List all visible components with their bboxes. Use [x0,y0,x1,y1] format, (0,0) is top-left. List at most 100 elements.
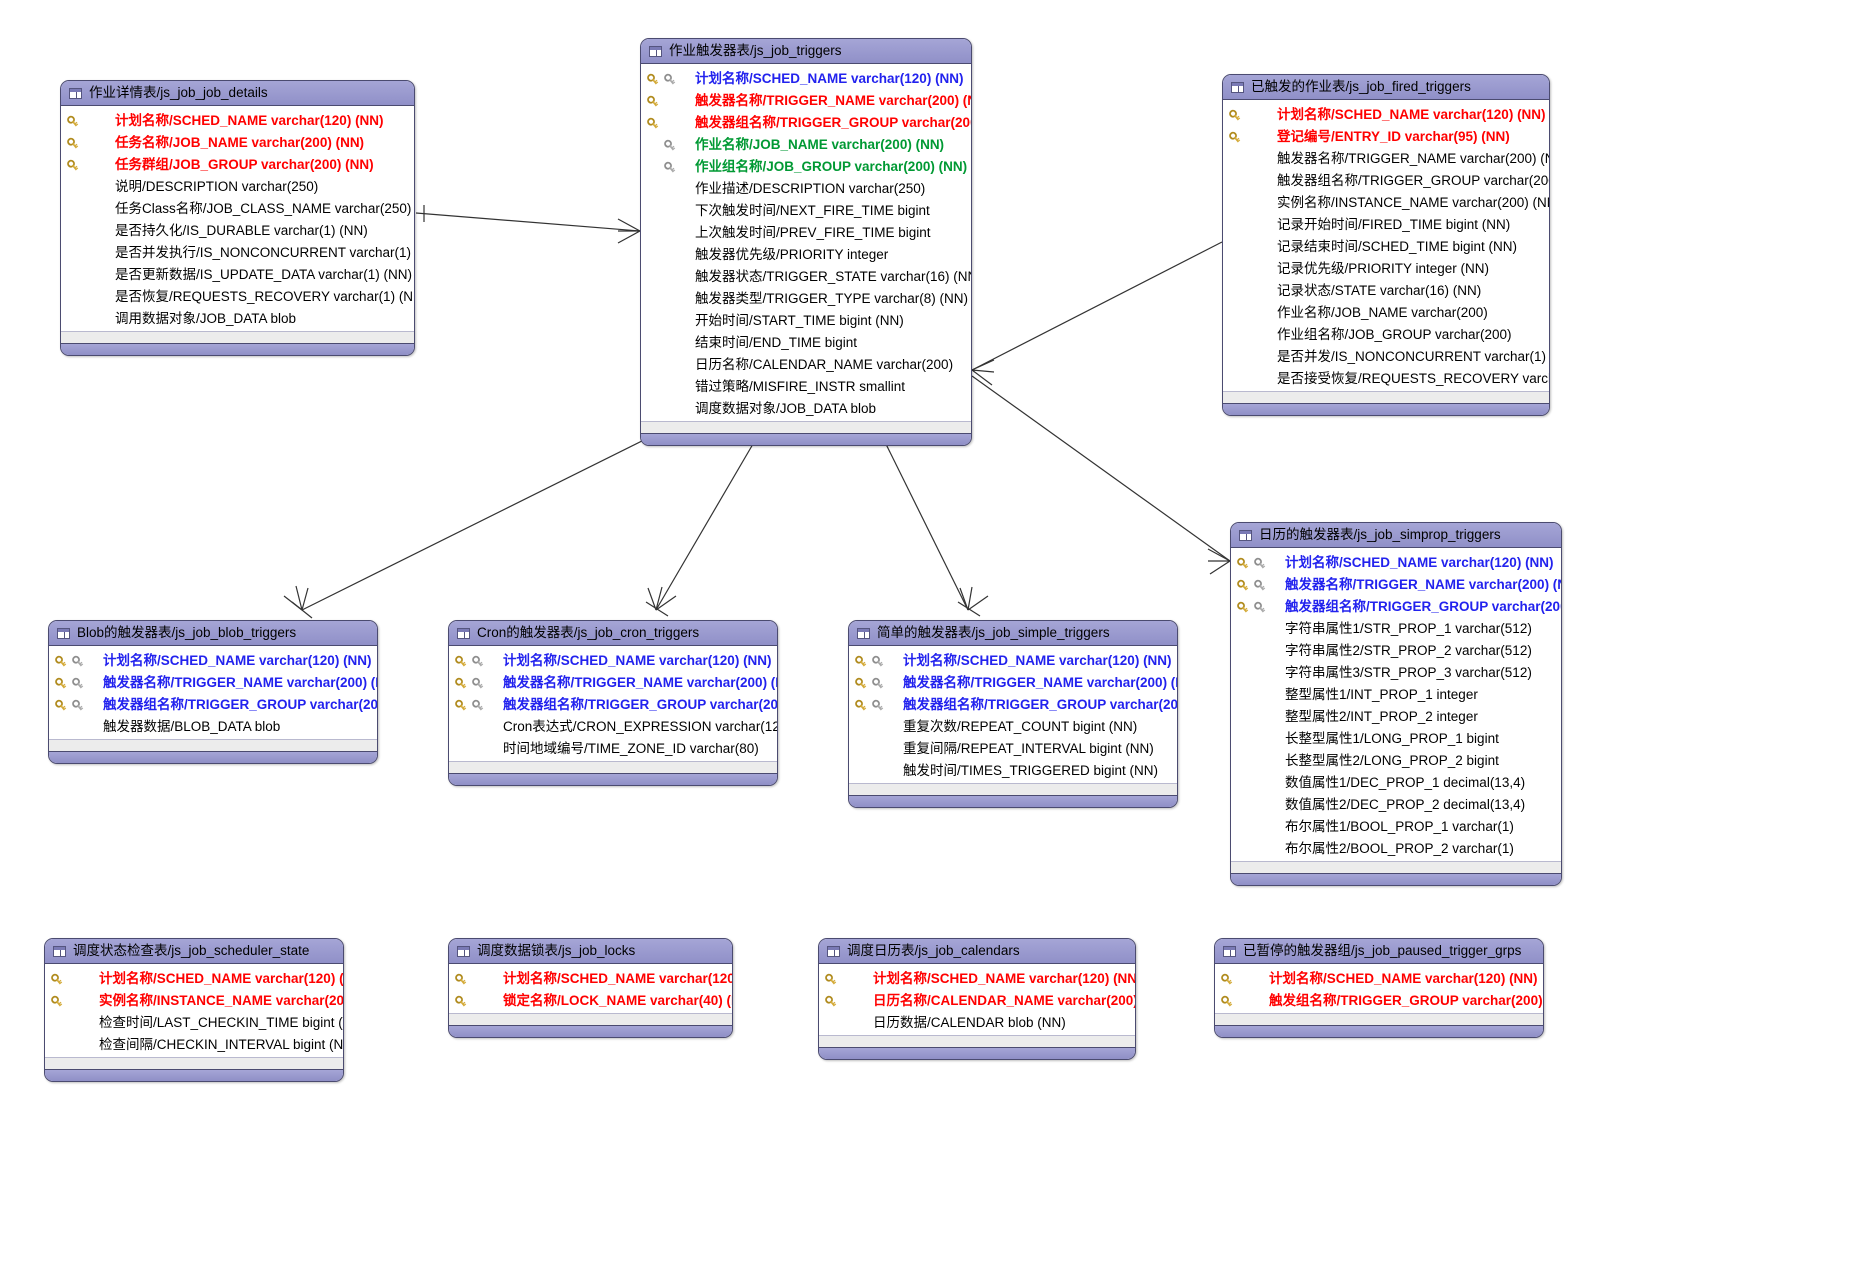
column-row[interactable]: 记录结束时间/SCHED_TIME bigint (NN) [1223,235,1549,257]
column-row[interactable]: 调度数据对象/JOB_DATA blob [641,397,971,419]
column-row[interactable]: 触发器数据/BLOB_DATA blob [49,715,377,737]
column-row[interactable]: 作业组名称/JOB_GROUP varchar(200) [1223,323,1549,345]
column-row[interactable]: 检查时间/LAST_CHECKIN_TIME bigint (NN) [45,1011,343,1033]
column-row[interactable]: 实例名称/INSTANCE_NAME varchar(200) (NN) [45,989,343,1011]
column-row[interactable]: 触发器组名称/TRIGGER_GROUP varchar(200) (NN) [849,693,1177,715]
column-row[interactable]: 计划名称/SCHED_NAME varchar(120) (NN) [49,649,377,671]
crowsfoot-triggers-right-fired [971,359,995,386]
column-row[interactable]: 重复间隔/REPEAT_INTERVAL bigint (NN) [849,737,1177,759]
column-row[interactable]: 触发器名称/TRIGGER_NAME varchar(200) (NN) [1223,147,1549,169]
column-row[interactable]: 长整型属性2/LONG_PROP_2 bigint [1231,749,1561,771]
column-row[interactable]: 触发器组名称/TRIGGER_GROUP varchar(200) (NN) [49,693,377,715]
column-row[interactable]: 触发器名称/TRIGGER_NAME varchar(200) (NN) [641,89,971,111]
column-row[interactable]: 数值属性1/DEC_PROP_1 decimal(13,4) [1231,771,1561,793]
entity-header-simprop_triggers: 日历的触发器表/js_job_simprop_triggers [1231,523,1561,548]
primary-key-icon [1229,129,1244,143]
column-row[interactable]: 触发器名称/TRIGGER_NAME varchar(200) (NN) [449,671,777,693]
column-row[interactable]: 字符串属性1/STR_PROP_1 varchar(512) [1231,617,1561,639]
column-label: 字符串属性1/STR_PROP_1 varchar(512) [1285,620,1532,636]
key-indicators [855,675,903,689]
column-label: 是否更新数据/IS_UPDATE_DATA varchar(1) (NN) [115,266,413,282]
column-row[interactable]: 是否持久化/IS_DURABLE varchar(1) (NN) [61,219,414,241]
column-row[interactable]: 计划名称/SCHED_NAME varchar(120) (NN) [449,967,732,989]
column-row[interactable]: 重复次数/REPEAT_COUNT bigint (NN) [849,715,1177,737]
column-row[interactable]: 触发时间/TIMES_TRIGGERED bigint (NN) [849,759,1177,781]
column-row[interactable]: 作业组名称/JOB_GROUP varchar(200) (NN) [641,155,971,177]
column-row[interactable]: 检查间隔/CHECKIN_INTERVAL bigint (NN) [45,1033,343,1055]
column-row[interactable]: 记录状态/STATE varchar(16) (NN) [1223,279,1549,301]
column-row[interactable]: 登记编号/ENTRY_ID varchar(95) (NN) [1223,125,1549,147]
primary-key-icon [825,971,840,985]
column-row[interactable]: 整型属性1/INT_PROP_1 integer [1231,683,1561,705]
column-row[interactable]: 触发器名称/TRIGGER_NAME varchar(200) (NN) [849,671,1177,693]
column-row[interactable]: 布尔属性1/BOOL_PROP_1 varchar(1) [1231,815,1561,837]
column-row[interactable]: 记录开始时间/FIRED_TIME bigint (NN) [1223,213,1549,235]
column-row[interactable]: 作业名称/JOB_NAME varchar(200) (NN) [641,133,971,155]
column-row[interactable]: 结束时间/END_TIME bigint [641,331,971,353]
column-row[interactable]: 触发器名称/TRIGGER_NAME varchar(200) (NN) [1231,573,1561,595]
column-row[interactable]: 开始时间/START_TIME bigint (NN) [641,309,971,331]
column-row[interactable]: 计划名称/SCHED_NAME varchar(120) (NN) [819,967,1135,989]
column-row[interactable]: 数值属性2/DEC_PROP_2 decimal(13,4) [1231,793,1561,815]
column-row[interactable]: 触发器类型/TRIGGER_TYPE varchar(8) (NN) [641,287,971,309]
column-row[interactable]: 日历名称/CALENDAR_NAME varchar(200) (NN) [819,989,1135,1011]
column-row[interactable]: 调用数据对象/JOB_DATA blob [61,307,414,329]
column-row[interactable]: Cron表达式/CRON_EXPRESSION varchar(120) (NN… [449,715,777,737]
column-row[interactable]: 计划名称/SCHED_NAME varchar(120) (NN) [641,67,971,89]
column-row[interactable]: 是否恢复/REQUESTS_RECOVERY varchar(1) (NN) [61,285,414,307]
column-row[interactable]: 说明/DESCRIPTION varchar(250) [61,175,414,197]
column-row[interactable]: 计划名称/SCHED_NAME varchar(120) (NN) [1215,967,1543,989]
column-row[interactable]: 是否并发/IS_NONCONCURRENT varchar(1) [1223,345,1549,367]
column-row[interactable]: 作业描述/DESCRIPTION varchar(250) [641,177,971,199]
column-row[interactable]: 字符串属性2/STR_PROP_2 varchar(512) [1231,639,1561,661]
column-row[interactable]: 触发器组名称/TRIGGER_GROUP varchar(200) (NN) [641,111,971,133]
column-row[interactable]: 字符串属性3/STR_PROP_3 varchar(512) [1231,661,1561,683]
column-row[interactable]: 计划名称/SCHED_NAME varchar(120) (NN) [45,967,343,989]
column-row[interactable]: 整型属性2/INT_PROP_2 integer [1231,705,1561,727]
column-row[interactable]: 记录优先级/PRIORITY integer (NN) [1223,257,1549,279]
column-row[interactable]: 触发器名称/TRIGGER_NAME varchar(200) (NN) [49,671,377,693]
column-row[interactable]: 时间地域编号/TIME_ZONE_ID varchar(80) [449,737,777,759]
column-row[interactable]: 计划名称/SCHED_NAME varchar(120) (NN) [1223,103,1549,125]
column-row[interactable]: 触发器组名称/TRIGGER_GROUP varchar(200) (NN) [1223,169,1549,191]
column-row[interactable]: 布尔属性2/BOOL_PROP_2 varchar(1) [1231,837,1561,859]
column-row[interactable]: 日历名称/CALENDAR_NAME varchar(200) [641,353,971,375]
column-row[interactable]: 计划名称/SCHED_NAME varchar(120) (NN) [449,649,777,671]
column-row[interactable]: 是否接受恢复/REQUESTS_RECOVERY varchar(1) [1223,367,1549,389]
column-row[interactable]: 触发器状态/TRIGGER_STATE varchar(16) (NN) [641,265,971,287]
column-row[interactable]: 任务名称/JOB_NAME varchar(200) (NN) [61,131,414,153]
column-row[interactable]: 任务群组/JOB_GROUP varchar(200) (NN) [61,153,414,175]
column-label: 整型属性1/INT_PROP_1 integer [1285,686,1478,702]
column-row[interactable]: 触发器优先级/PRIORITY integer [641,243,971,265]
column-row[interactable]: 是否更新数据/IS_UPDATE_DATA varchar(1) (NN) [61,263,414,285]
column-row[interactable]: 锁定名称/LOCK_NAME varchar(40) (NN) [449,989,732,1011]
column-row[interactable]: 触发器组名称/TRIGGER_GROUP varchar(200) (NN) [1231,595,1561,617]
entity-simprop_triggers[interactable]: 日历的触发器表/js_job_simprop_triggers 计划名称/SCHE… [1230,522,1562,886]
column-row[interactable]: 触发组名称/TRIGGER_GROUP varchar(200) (NN) [1215,989,1543,1011]
column-row[interactable]: 计划名称/SCHED_NAME varchar(120) (NN) [849,649,1177,671]
column-row[interactable]: 计划名称/SCHED_NAME varchar(120) (NN) [61,109,414,131]
column-row[interactable]: 是否并发执行/IS_NONCONCURRENT varchar(1) (NN) [61,241,414,263]
column-row[interactable]: 计划名称/SCHED_NAME varchar(120) (NN) [1231,551,1561,573]
column-row[interactable]: 触发器组名称/TRIGGER_GROUP varchar(200) (NN) [449,693,777,715]
column-row[interactable]: 上次触发时间/PREV_FIRE_TIME bigint [641,221,971,243]
column-row[interactable]: 任务Class名称/JOB_CLASS_NAME varchar(250) (N… [61,197,414,219]
key-indicators [1237,555,1285,569]
column-row[interactable]: 下次触发时间/NEXT_FIRE_TIME bigint [641,199,971,221]
column-row[interactable]: 长整型属性1/LONG_PROP_1 bigint [1231,727,1561,749]
column-label: 触发器名称/TRIGGER_NAME varchar(200) (NN) [503,674,778,690]
column-row[interactable]: 实例名称/INSTANCE_NAME varchar(200) (NN) [1223,191,1549,213]
column-row[interactable]: 日历数据/CALENDAR blob (NN) [819,1011,1135,1033]
column-row[interactable]: 作业名称/JOB_NAME varchar(200) [1223,301,1549,323]
column-row[interactable]: 错过策略/MISFIRE_INSTR smallint [641,375,971,397]
